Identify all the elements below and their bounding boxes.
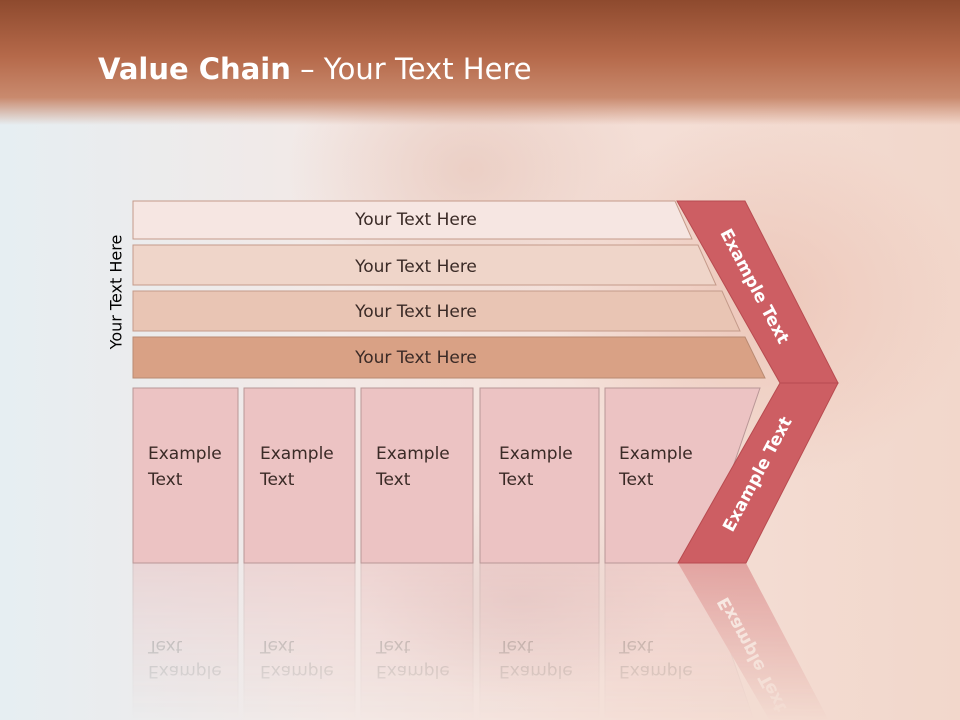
chevron-lower [677, 382, 839, 564]
svg-text:Text: Text [618, 636, 654, 656]
cell-1-line1: Example [148, 444, 222, 464]
cell-2-line2: Text [259, 470, 295, 490]
svg-text:Example: Example [499, 661, 573, 681]
cell-3-line1: Example [376, 444, 450, 464]
cell-1-line2: Text [147, 470, 183, 490]
cell-5-line2: Text [618, 470, 654, 490]
svg-text:Text: Text [259, 636, 295, 656]
bar-1 [132, 200, 693, 240]
cell-4-line1: Example [499, 444, 573, 464]
bar-1-label: Your Text Here [354, 210, 477, 230]
cell-3 [360, 387, 474, 564]
svg-text:Text: Text [375, 636, 411, 656]
cell-5-line1: Example [619, 444, 693, 464]
svg-text:Example: Example [260, 661, 334, 681]
title-bold: Value Chain [98, 52, 291, 86]
bar-4-label: Your Text Here [354, 348, 477, 368]
bar-2-label: Your Text Here [354, 257, 477, 277]
svg-text:Example: Example [148, 661, 222, 681]
cell-4 [479, 387, 600, 564]
cell-3-line2: Text [375, 470, 411, 490]
bar-3 [132, 290, 741, 332]
svg-text:Text: Text [147, 636, 183, 656]
svg-text:Example: Example [619, 661, 693, 681]
title-rest: – Your Text Here [290, 52, 532, 86]
svg-text:Example: Example [376, 661, 450, 681]
bar-2 [132, 244, 717, 286]
svg-text:Text: Text [498, 636, 534, 656]
cell-1 [132, 387, 239, 564]
slide-title: Value Chain – Your Text Here [98, 52, 532, 86]
bar-4 [132, 336, 766, 379]
cell-2-line1: Example [260, 444, 334, 464]
reflection: Example Text Example Text Example Text E… [132, 562, 829, 720]
cell-4-line2: Text [498, 470, 534, 490]
bar-3-label: Your Text Here [354, 302, 477, 322]
cell-2 [243, 387, 356, 564]
title-banner [0, 0, 960, 125]
